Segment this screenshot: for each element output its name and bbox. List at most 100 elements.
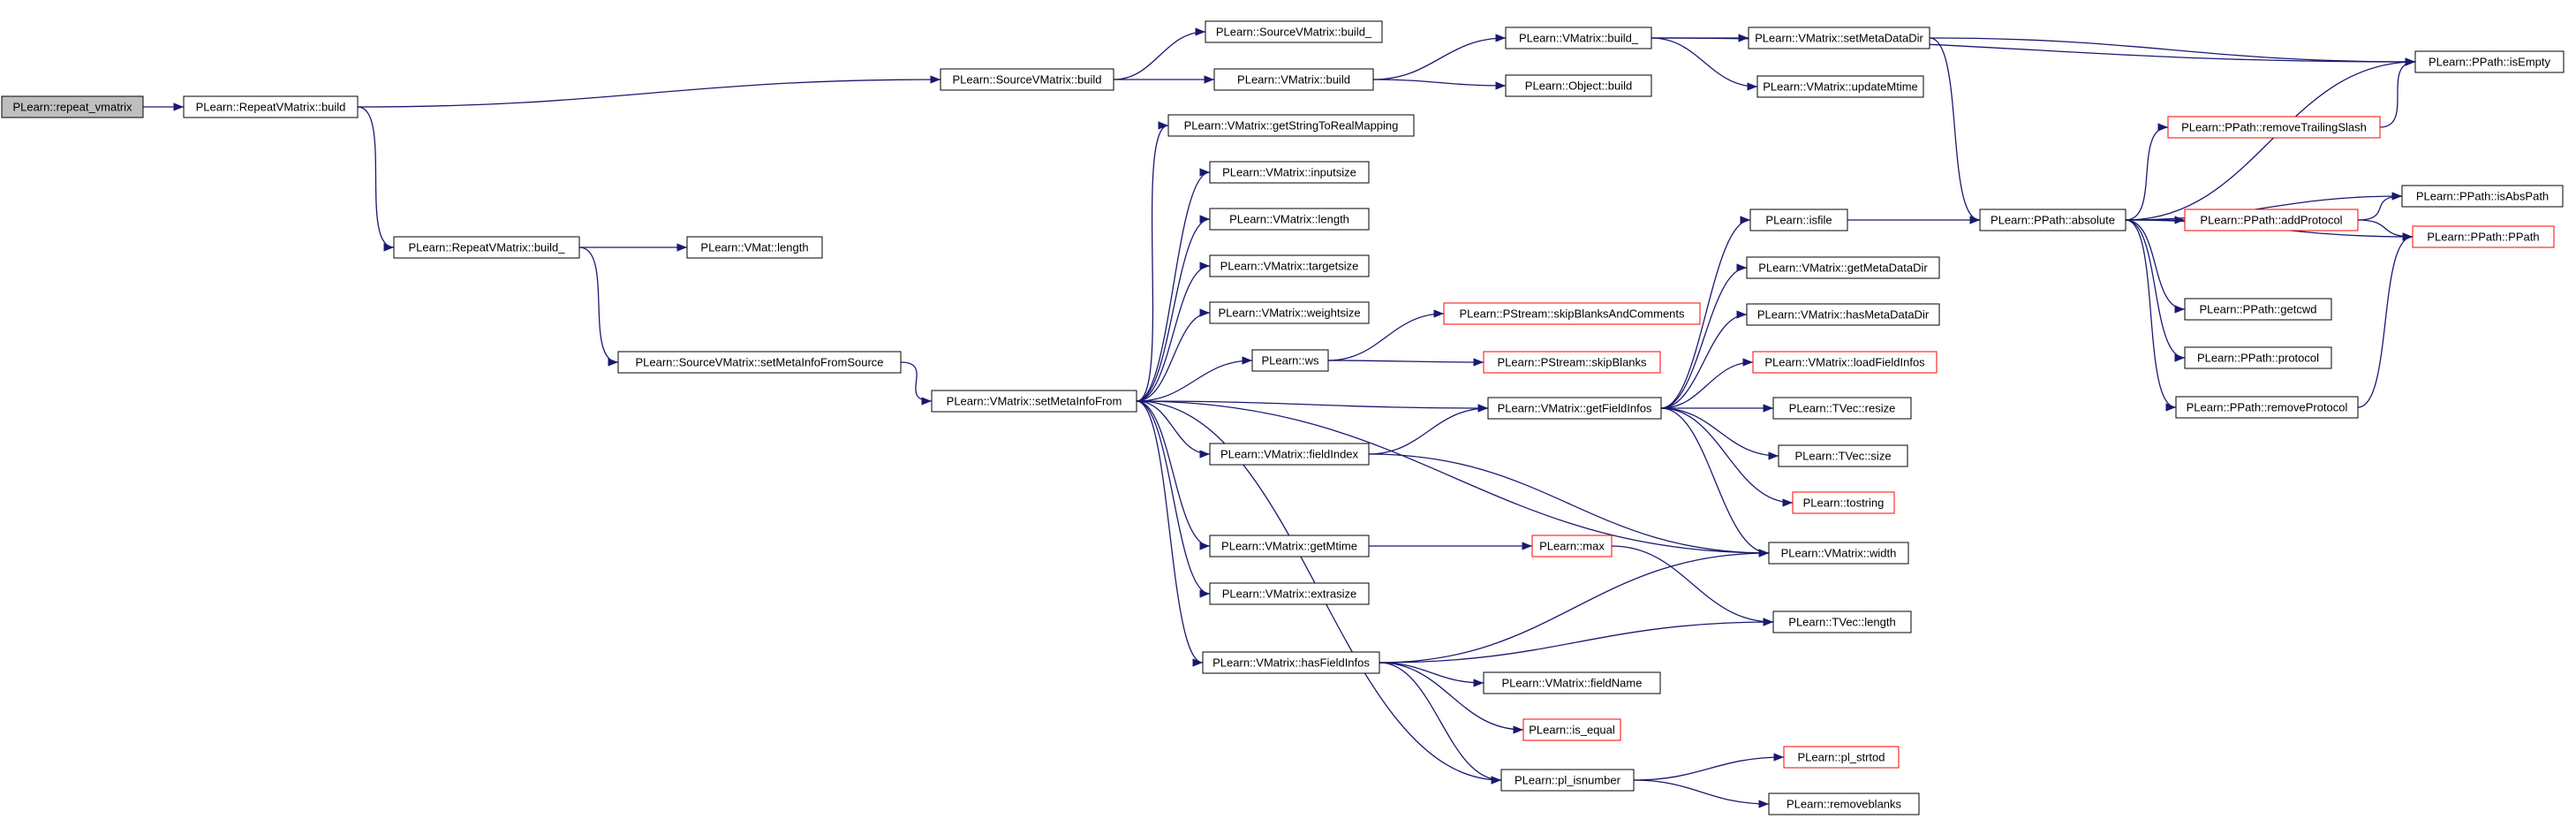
node-pp_absolute[interactable]: PLearn::PPath::absolute — [1979, 209, 2127, 231]
node-box[interactable] — [183, 95, 359, 118]
node-box[interactable] — [1792, 491, 1895, 514]
node-box[interactable] — [1251, 349, 1329, 372]
node-box[interactable] — [2412, 225, 2555, 248]
node-box[interactable] — [1746, 303, 1940, 326]
node-ps_skipBlanks[interactable]: PLearn::PStream::skipBlanks — [1483, 351, 1661, 374]
node-rvm_build_[interactable]: PLearn::RepeatVMatrix::build_ — [393, 236, 580, 259]
node-box[interactable] — [1, 95, 144, 118]
node-box[interactable] — [1209, 535, 1370, 557]
node-box[interactable] — [2414, 50, 2565, 73]
node-box[interactable] — [1487, 397, 1662, 420]
node-pp_PPath[interactable]: PLearn::PPath::PPath — [2412, 225, 2555, 248]
node-obj_build[interactable]: PLearn::Object::build — [1505, 74, 1652, 97]
node-box[interactable] — [1749, 209, 1848, 231]
node-box[interactable] — [617, 351, 902, 374]
node-box[interactable] — [1209, 301, 1370, 324]
node-box[interactable] — [1209, 208, 1370, 231]
node-box[interactable] — [1756, 75, 1924, 98]
node-vm_targetsize[interactable]: PLearn::VMatrix::targetsize — [1209, 254, 1370, 277]
node-vm_build[interactable]: PLearn::VMatrix::build — [1213, 68, 1374, 91]
node-tvec_resize[interactable]: PLearn::TVec::resize — [1772, 397, 1912, 420]
node-box[interactable] — [1531, 535, 1613, 557]
node-box[interactable] — [2167, 116, 2381, 139]
node-vm_getMtime[interactable]: PLearn::VMatrix::getMtime — [1209, 535, 1370, 557]
node-box[interactable] — [1209, 161, 1370, 184]
node-box[interactable] — [1209, 443, 1370, 466]
node-box[interactable] — [393, 236, 580, 259]
node-vm_loadFieldInfos[interactable]: PLearn::VMatrix::loadFieldInfos — [1752, 351, 1938, 374]
node-pp_isAbsPath[interactable]: PLearn::PPath::isAbsPath — [2401, 185, 2564, 208]
node-pp_removeTrailingSlash[interactable]: PLearn::PPath::removeTrailingSlash — [2167, 116, 2381, 139]
node-box[interactable] — [1209, 254, 1370, 277]
node-box[interactable] — [1768, 792, 1920, 815]
node-svm_setMetaInfoFromSource[interactable]: PLearn::SourceVMatrix::setMetaInfoFromSo… — [617, 351, 902, 374]
node-pp_addProtocol[interactable]: PLearn::PPath::addProtocol — [2184, 209, 2359, 231]
node-box[interactable] — [1772, 610, 1912, 633]
node-vm_getFieldInfos[interactable]: PLearn::VMatrix::getFieldInfos — [1487, 397, 1662, 420]
node-box[interactable] — [1205, 20, 1383, 43]
node-rvm_build[interactable]: PLearn::RepeatVMatrix::build — [183, 95, 359, 118]
node-vm_weightsize[interactable]: PLearn::VMatrix::weightsize — [1209, 301, 1370, 324]
node-vm_width[interactable]: PLearn::VMatrix::width — [1768, 542, 1909, 565]
node-box[interactable] — [1768, 542, 1909, 565]
node-ps_skipBlanksAndComments[interactable]: PLearn::PStream::skipBlanksAndComments — [1443, 302, 1701, 325]
node-box[interactable] — [1443, 302, 1701, 325]
node-box[interactable] — [940, 68, 1114, 91]
node-isfile[interactable]: PLearn::isfile — [1749, 209, 1848, 231]
node-vm_getStringToRealMapping[interactable]: PLearn::VMatrix::getStringToRealMapping — [1167, 114, 1415, 137]
node-box[interactable] — [1167, 114, 1415, 137]
node-ws[interactable]: PLearn::ws — [1251, 349, 1329, 372]
node-box[interactable] — [2175, 396, 2359, 419]
node-vm_hasFieldInfos[interactable]: PLearn::VMatrix::hasFieldInfos — [1202, 651, 1380, 674]
node-box[interactable] — [2184, 346, 2332, 369]
node-is_equal[interactable]: PLearn::is_equal — [1522, 718, 1621, 741]
node-vm_fieldName[interactable]: PLearn::VMatrix::fieldName — [1483, 671, 1661, 694]
node-box[interactable] — [2184, 209, 2359, 231]
node-removeblanks[interactable]: PLearn::removeblanks — [1768, 792, 1920, 815]
node-svm_build[interactable]: PLearn::SourceVMatrix::build — [940, 68, 1114, 91]
node-vm_fieldIndex[interactable]: PLearn::VMatrix::fieldIndex — [1209, 443, 1370, 466]
node-max[interactable]: PLearn::max — [1531, 535, 1613, 557]
node-box[interactable] — [1202, 651, 1380, 674]
node-svm_build_[interactable]: PLearn::SourceVMatrix::build_ — [1205, 20, 1383, 43]
node-box[interactable] — [1505, 74, 1652, 97]
node-box[interactable] — [1772, 397, 1912, 420]
node-pp_protocol[interactable]: PLearn::PPath::protocol — [2184, 346, 2332, 369]
node-box[interactable] — [1213, 68, 1374, 91]
node-box[interactable] — [1209, 582, 1370, 605]
node-box[interactable] — [686, 236, 823, 259]
node-box[interactable] — [1483, 671, 1661, 694]
node-vm_length[interactable]: PLearn::VMatrix::length — [1209, 208, 1370, 231]
node-vmat_length[interactable]: PLearn::VMat::length — [686, 236, 823, 259]
node-tostring[interactable]: PLearn::tostring — [1792, 491, 1895, 514]
node-box[interactable] — [1778, 444, 1908, 467]
node-box[interactable] — [1505, 27, 1652, 49]
node-box[interactable] — [1752, 351, 1938, 374]
node-box[interactable] — [1500, 769, 1635, 792]
node-vm_setMetaDataDir[interactable]: PLearn::VMatrix::setMetaDataDir — [1748, 27, 1930, 49]
node-vm_getMetaDataDir[interactable]: PLearn::VMatrix::getMetaDataDir — [1746, 256, 1940, 279]
node-box[interactable] — [2401, 185, 2564, 208]
node-box[interactable] — [1783, 746, 1900, 769]
node-tvec_length[interactable]: PLearn::TVec::length — [1772, 610, 1912, 633]
node-pp_isEmpty[interactable]: PLearn::PPath::isEmpty — [2414, 50, 2565, 73]
node-vm_inputsize[interactable]: PLearn::VMatrix::inputsize — [1209, 161, 1370, 184]
node-box[interactable] — [1979, 209, 2127, 231]
node-vm_hasMetaDataDir[interactable]: PLearn::VMatrix::hasMetaDataDir — [1746, 303, 1940, 326]
node-pp_getcwd[interactable]: PLearn::PPath::getcwd — [2184, 298, 2332, 321]
node-box[interactable] — [1483, 351, 1661, 374]
node-pl_strtod[interactable]: PLearn::pl_strtod — [1783, 746, 1900, 769]
node-vm_build_[interactable]: PLearn::VMatrix::build_ — [1505, 27, 1652, 49]
node-pl_isnumber[interactable]: PLearn::pl_isnumber — [1500, 769, 1635, 792]
node-box[interactable] — [1746, 256, 1940, 279]
node-box[interactable] — [1522, 718, 1621, 741]
node-vm_setMetaInfoFrom[interactable]: PLearn::VMatrix::setMetaInfoFrom — [931, 390, 1137, 413]
node-repeat_vmatrix[interactable]: PLearn::repeat_vmatrix — [1, 95, 144, 118]
node-pp_removeProtocol[interactable]: PLearn::PPath::removeProtocol — [2175, 396, 2359, 419]
node-vm_extrasize[interactable]: PLearn::VMatrix::extrasize — [1209, 582, 1370, 605]
node-tvec_size[interactable]: PLearn::TVec::size — [1778, 444, 1908, 467]
node-box[interactable] — [2184, 298, 2332, 321]
node-vm_updateMtime[interactable]: PLearn::VMatrix::updateMtime — [1756, 75, 1924, 98]
node-box[interactable] — [1748, 27, 1930, 49]
node-box[interactable] — [931, 390, 1137, 413]
